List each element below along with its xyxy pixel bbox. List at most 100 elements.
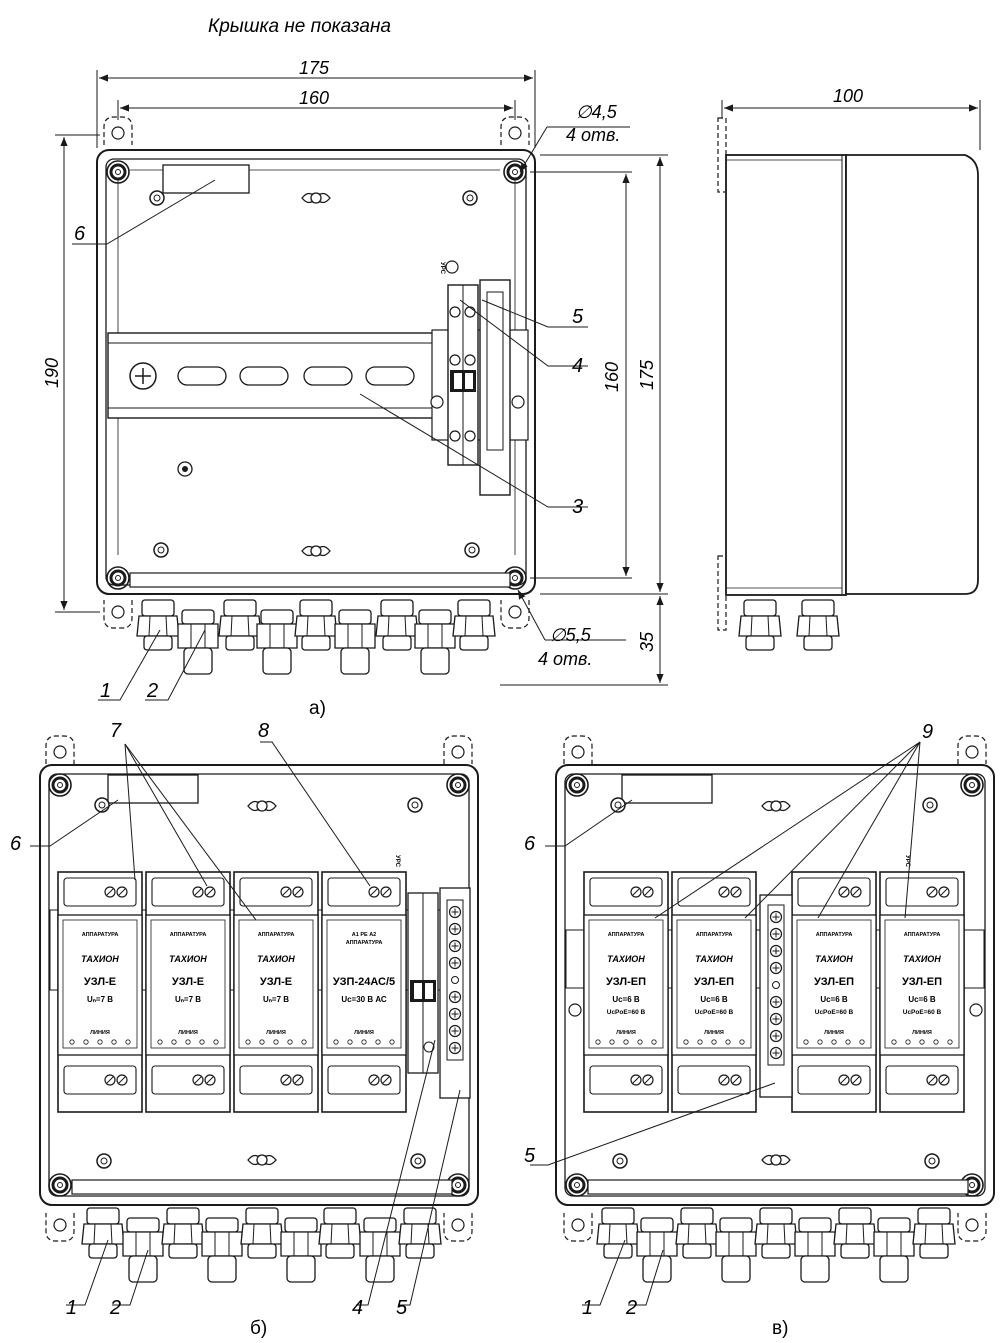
callout-4-b: 4 (352, 1297, 363, 1319)
bus-screw-slot (451, 908, 459, 916)
upk-mark-b: УРС (394, 855, 400, 868)
module-top-clamp (63, 877, 137, 907)
screw-slot (294, 888, 302, 896)
dim-height-inner: 160 (602, 362, 622, 392)
module-pin (595, 1039, 601, 1045)
module-top-label: АППАРАТУРА (258, 932, 295, 938)
module-pin (347, 1039, 353, 1045)
module-brand: ТАХИОН (607, 954, 645, 964)
screw-slot (632, 888, 640, 896)
module-bottom-clamp (589, 1065, 663, 1095)
module-front (321, 914, 407, 1056)
module-pin (697, 1039, 703, 1045)
module-pin (213, 1039, 219, 1045)
screw-slot (382, 888, 390, 896)
module-top-label: АППАРАТУРА (816, 932, 853, 938)
module-top-label: АППАРАТУРА (82, 932, 119, 938)
screw-slot (282, 1076, 290, 1084)
module-top-clamp (677, 877, 751, 907)
screw-slot (852, 888, 860, 896)
module-name: УЗЛ-Е (260, 976, 292, 988)
module-face (884, 919, 960, 1049)
module-name: УЗЛ-ЕП (814, 976, 854, 988)
module-pin (301, 1039, 307, 1045)
view-label-b: б) (250, 1318, 267, 1339)
view-v: АППАРАТУРА ТАХИОН УЗЛ-ЕП Uc=6 B UcPoE=60 B ЛИ… (524, 721, 995, 1339)
module-top-label: АППАРАТУРА (904, 932, 941, 938)
module-pin (97, 1039, 103, 1045)
side-view: 100 (717, 86, 981, 651)
module-bottom-label: ЛИНИЯ (354, 1030, 374, 1036)
screw-slot (732, 1076, 740, 1084)
view-label-a: а) (309, 698, 326, 719)
bus-screw-slot (451, 1027, 459, 1035)
module-face (150, 919, 226, 1049)
module-name: УЗЛ-Е (172, 976, 204, 988)
module-pin (259, 1039, 265, 1045)
view-label-v: в) (772, 1318, 788, 1339)
screw-slot (840, 1076, 848, 1084)
module-brand: ТАХИОН (81, 954, 119, 964)
callout-5-b: 5 (396, 1297, 408, 1319)
module-name: УЗЛ-ЕП (606, 976, 646, 988)
module-bottom-label: ЛИНИЯ (178, 1030, 198, 1036)
callout-2-v: 2 (625, 1297, 637, 1319)
module-pin (185, 1039, 191, 1045)
screw-slot (206, 1076, 214, 1084)
view-a: УРС (42, 58, 668, 719)
cable-glands-a (136, 599, 496, 675)
module-top-clamp (589, 877, 663, 907)
hole-top-count: 4 отв. (566, 125, 620, 145)
module-pin (111, 1039, 117, 1045)
module-front (583, 914, 669, 1056)
module-bottom-clamp (677, 1065, 751, 1095)
screw-slot (370, 1076, 378, 1084)
side-cover (845, 154, 979, 595)
module-front (57, 914, 143, 1056)
cable-glands-v (596, 1207, 956, 1283)
module-bottom-clamp (327, 1065, 401, 1095)
callout-6-a: 6 (74, 223, 86, 245)
module-pin (609, 1039, 615, 1045)
screw-slot (732, 888, 740, 896)
module-pin (817, 1039, 823, 1045)
screw-slot (382, 1076, 390, 1084)
screw-slot (282, 888, 290, 896)
module-top-label: АППАРАТУРА (608, 932, 645, 938)
module-bottom-clamp (797, 1065, 871, 1095)
module-pin (739, 1039, 745, 1045)
module-pin (389, 1039, 395, 1045)
hole-bottom-count: 4 отв. (538, 649, 592, 669)
module-pin (831, 1039, 837, 1045)
bus-hole (451, 976, 459, 984)
module-bottom-clamp (63, 1065, 137, 1095)
callout-9: 9 (922, 721, 933, 743)
module-bottom-label: ЛИНИЯ (90, 1030, 110, 1036)
module-pin (83, 1039, 89, 1045)
module-face (326, 919, 402, 1049)
module-front (145, 914, 231, 1056)
callout-6-v: 6 (524, 833, 536, 855)
bus-screw-slot (451, 959, 459, 967)
module-face (588, 919, 664, 1049)
dim-width-inner: 160 (299, 88, 329, 108)
callout-6-b: 6 (10, 833, 22, 855)
dim-depth: 100 (833, 86, 863, 106)
module-pin (361, 1039, 367, 1045)
module-front (791, 914, 877, 1056)
bus-screw-slot (451, 942, 459, 950)
upk-mark-a: УРС (439, 262, 445, 275)
module-pin (683, 1039, 689, 1045)
module-param2: UcPoE=60 B (815, 1009, 854, 1016)
bus-screw-slot (772, 964, 780, 972)
module-param: Uc=6 B (908, 995, 936, 1004)
module-name: УЗЛ-Е (84, 976, 116, 988)
module-name: УЗП-24АС/5 (333, 976, 395, 988)
screw-slot (940, 888, 948, 896)
module-bottom-label: ЛИНИЯ (616, 1030, 636, 1036)
